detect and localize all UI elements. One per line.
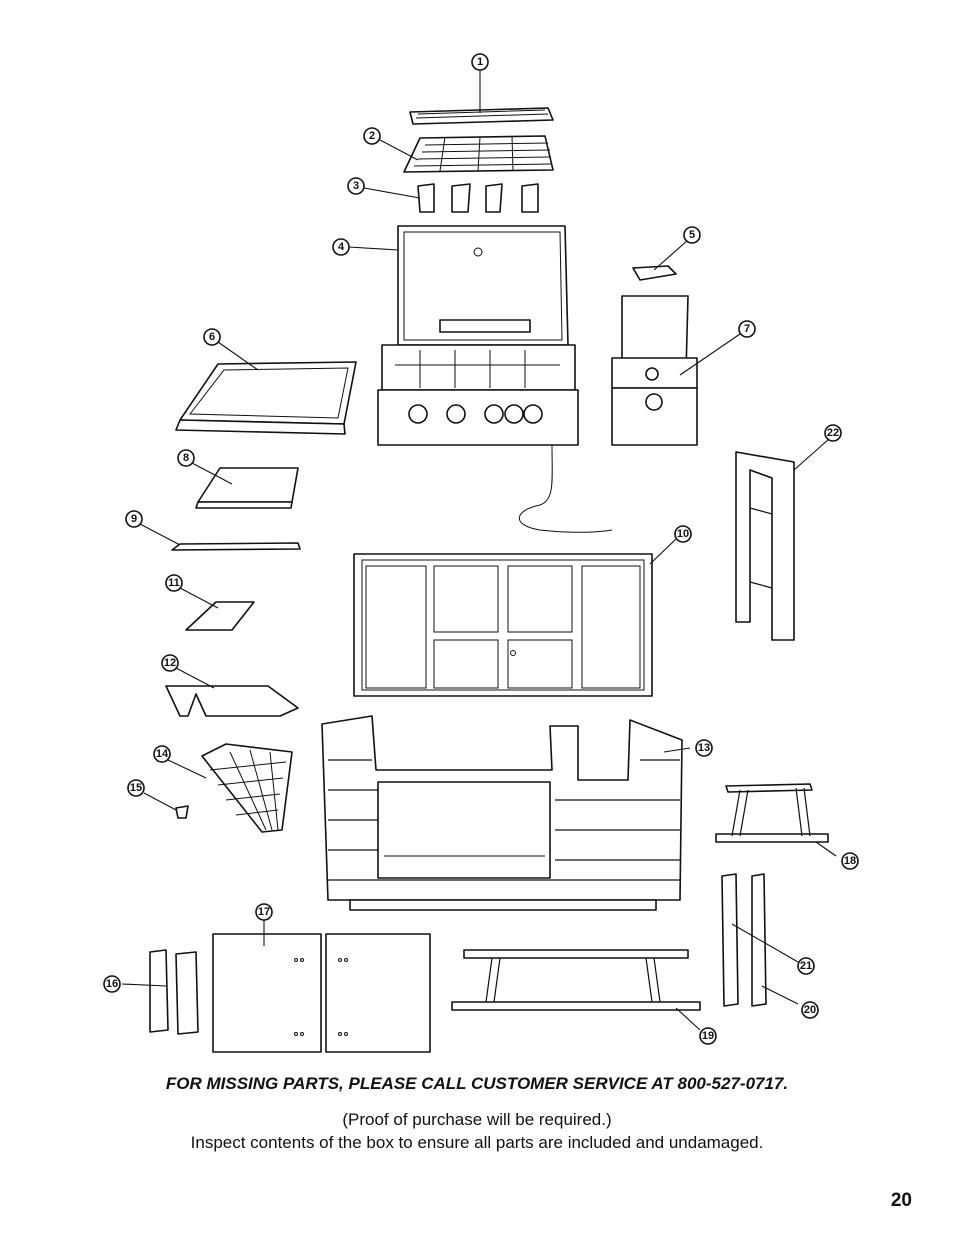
svg-text:5: 5 [689, 229, 695, 241]
exploded-parts-diagram: 1 2 3 4 5 6 7 22 8 9 10 11 12 13 14 15 1… [103, 53, 859, 1053]
callout-3: 3 [347, 177, 365, 195]
svg-text:13: 13 [698, 742, 710, 754]
inspect-contents-note: Inspect contents of the box to ensure al… [190, 1133, 764, 1152]
svg-text:1: 1 [477, 56, 483, 68]
missing-parts-notice: FOR MISSING PARTS, PLEASE CALL CUSTOMER … [165, 1074, 789, 1093]
svg-text:16: 16 [106, 978, 118, 990]
part-small-panel [185, 601, 255, 631]
callout-12: 12 [161, 654, 179, 672]
svg-text:11: 11 [168, 577, 180, 589]
svg-text:2: 2 [369, 130, 375, 142]
callout-22: 22 [824, 424, 842, 442]
callout-21: 21 [797, 957, 815, 975]
part-side-burner-grate [632, 265, 677, 281]
part-heat-tents [417, 183, 539, 213]
callout-19: 19 [699, 1027, 717, 1045]
svg-text:4: 4 [338, 241, 345, 253]
svg-text:19: 19 [702, 1030, 714, 1042]
svg-text:6: 6 [209, 331, 215, 343]
svg-text:21: 21 [800, 960, 812, 972]
part-side-shelf [175, 361, 357, 435]
leader-lines [121, 70, 837, 1031]
callout-1: 1 [471, 53, 489, 71]
part-cooking-grates [403, 135, 554, 173]
part-countertop-piece [165, 685, 299, 717]
svg-text:10: 10 [677, 528, 689, 540]
svg-text:12: 12 [164, 657, 176, 669]
callout-10: 10 [674, 525, 692, 543]
svg-text:14: 14 [156, 748, 169, 760]
callout-17: 17 [255, 903, 273, 921]
callout-20: 20 [801, 1001, 819, 1019]
svg-text:22: 22 [827, 427, 839, 439]
page-number: 20 [890, 1190, 912, 1211]
callout-2: 2 [363, 127, 381, 145]
part-support-frame [715, 783, 829, 843]
part-clip [175, 805, 189, 819]
svg-text:17: 17 [258, 906, 270, 918]
callout-8: 8 [177, 449, 195, 467]
part-side-burner [611, 295, 698, 446]
callout-11: 11 [165, 574, 183, 592]
callout-16: 16 [103, 975, 121, 993]
callout-6: 6 [203, 328, 221, 346]
part-vertical-brackets [721, 873, 767, 1007]
part-wire-basket [201, 743, 293, 833]
svg-text:15: 15 [130, 782, 142, 794]
callout-15: 15 [127, 779, 145, 797]
callout-14: 14 [153, 745, 171, 763]
svg-text:3: 3 [353, 180, 359, 192]
part-warming-rack [409, 107, 554, 125]
proof-of-purchase-note: (Proof of purchase will be required.) [342, 1110, 612, 1129]
svg-text:18: 18 [844, 855, 856, 867]
part-frame-upright [735, 451, 795, 641]
part-long-support-frame [451, 949, 701, 1011]
part-small-shelf [195, 467, 299, 509]
svg-text:8: 8 [183, 452, 189, 464]
part-front-panel [353, 553, 653, 697]
callout-7: 7 [738, 320, 756, 338]
part-flat-panel [171, 542, 301, 551]
callout-4: 4 [332, 238, 350, 256]
svg-text:20: 20 [804, 1004, 816, 1016]
callout-9: 9 [125, 510, 143, 528]
part-stone-base [321, 715, 683, 911]
part-access-doors [212, 933, 431, 1053]
callout-13: 13 [695, 739, 713, 757]
svg-text:7: 7 [744, 323, 750, 335]
callout-5: 5 [683, 226, 701, 244]
part-door-handles [149, 949, 199, 1035]
part-grill-head [377, 225, 613, 533]
callout-18: 18 [841, 852, 859, 870]
svg-text:9: 9 [131, 513, 137, 525]
